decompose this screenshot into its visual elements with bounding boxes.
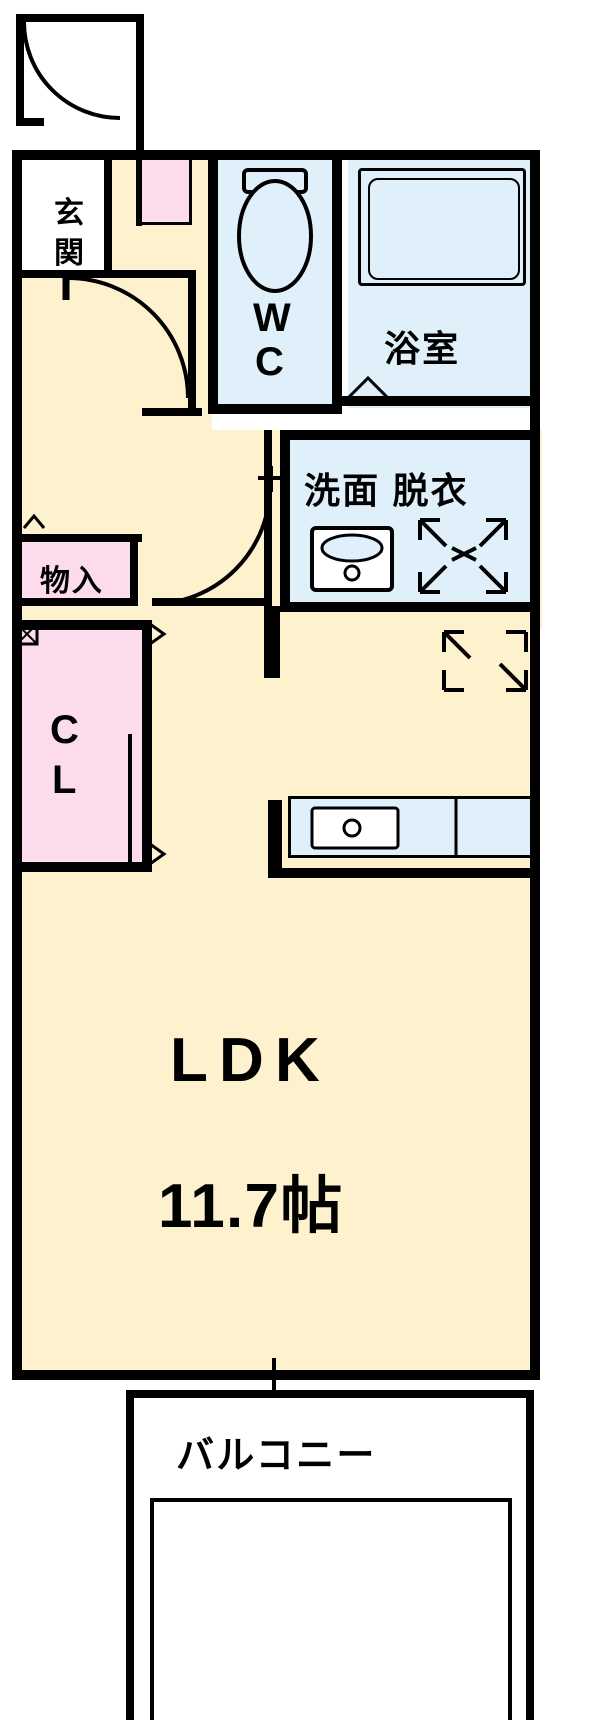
wall-porch-left [16,14,24,126]
wall-washroom-bottom [280,602,540,612]
wall-genkan-bottom [12,270,194,278]
balcony-label: バルコニー [176,1435,377,1477]
wall-storage-top [12,534,142,542]
wall-closet-bottom [12,862,152,872]
wall-storage-right [130,534,138,606]
wall-ldk-door-jamb-top [264,560,272,606]
wall-outer-top [12,150,540,160]
fixture-bathtub-inner [368,178,520,280]
closet-label-l: L [52,758,79,802]
room-fill-shoebox [140,160,190,222]
wall-ldk-door-head [152,598,272,606]
wall-balcony-left [126,1390,134,1720]
closet-label-c: C [50,708,82,752]
wall-porch-top [16,14,144,22]
wall-wc-bottom [208,404,342,414]
wall-closet-right [142,620,152,872]
wall-storage-bottom [12,598,138,606]
line-shoebox-right [189,160,192,222]
wall-kitchen-side [268,800,282,878]
wall-outer-left [12,150,22,1380]
room-fill-closet [16,630,148,862]
line-shoebox-bottom [142,222,192,225]
storage-label: 物入 [40,565,104,598]
room-fill-genkan [12,156,112,276]
fixture-bathtub [358,168,526,286]
wall-wc-right [332,156,342,414]
line-balcony-inner-right [508,1498,512,1720]
wall-balcony-top [126,1390,534,1398]
wall-washroom-left [280,430,290,610]
wc-label-w: W [253,296,294,340]
wall-porch-bottom [16,118,44,126]
wall-porch-right [136,14,144,154]
wall-balcony-right [526,1390,534,1720]
wall-wc-left [208,156,218,414]
genkan-label-2: 関 [54,237,86,270]
wall-ldk-door-post [264,606,280,678]
wall-bath-bottom [342,396,540,406]
wall-hall-bottom [142,408,202,416]
wc-label-c: C [255,340,287,384]
line-closet-shelf [128,734,132,862]
line-balcony-inner-left [150,1498,154,1720]
room-fill-storage [16,540,136,600]
wall-washroom-top [280,430,540,440]
wall-genkan-right [104,156,112,276]
wall-hall-right [188,270,196,416]
ldk-label: LDK [170,1026,331,1095]
ldk-area-label: 11.7帖 [158,1172,344,1241]
bath-label: 浴室 [384,328,461,369]
washroom-label: 洗面 脱衣 [304,470,469,511]
line-balcony-inner-top [150,1498,512,1502]
wall-closet-top [12,620,152,630]
wall-kitchen-back [268,868,540,878]
wall-shoebox [136,156,142,226]
wall-outer-right [530,150,540,1380]
genkan-label-1: 玄 [54,197,86,230]
